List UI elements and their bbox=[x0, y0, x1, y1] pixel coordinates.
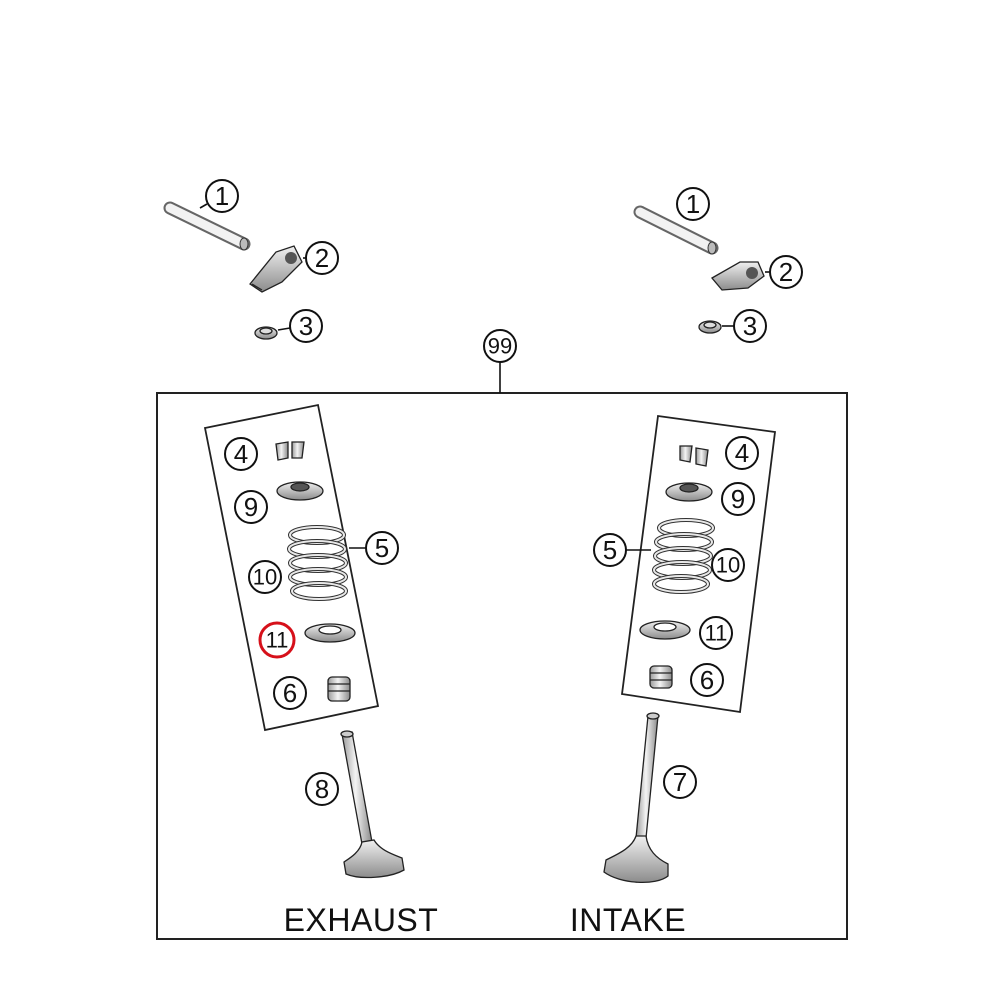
callout-2-right: 2 bbox=[765, 255, 803, 289]
callout-label: 5 bbox=[603, 535, 617, 565]
callout-5-intake: 5 bbox=[593, 533, 651, 567]
callout-label: 5 bbox=[375, 533, 389, 563]
callout-label: 10 bbox=[716, 553, 740, 578]
callout-label: 6 bbox=[283, 678, 297, 708]
callout-9-exhaust: 9 bbox=[234, 490, 268, 524]
callout-label: 99 bbox=[488, 334, 512, 359]
callout-2-left: 2 bbox=[303, 241, 339, 275]
rocker-shaft-left bbox=[163, 201, 251, 251]
callout-4-exhaust: 4 bbox=[224, 437, 258, 471]
callout-99: 99 bbox=[483, 329, 517, 363]
rocker-shaft-right bbox=[633, 205, 719, 255]
callout-label: 2 bbox=[779, 257, 793, 287]
exhaust-valve-spring bbox=[287, 525, 348, 601]
intake-valve-keepers bbox=[679, 445, 709, 467]
intake-valve-stem-seal bbox=[649, 665, 673, 689]
exhaust-valve bbox=[340, 730, 405, 879]
callout-5-exhaust: 5 bbox=[349, 531, 399, 565]
callout-7-intake: 7 bbox=[663, 765, 697, 799]
callout-4-intake: 4 bbox=[725, 436, 759, 470]
callout-label: 10 bbox=[253, 565, 277, 590]
callout-10-intake: 10 bbox=[711, 548, 745, 582]
callout-11-exhaust: 11 bbox=[258, 621, 296, 659]
callout-label: 2 bbox=[315, 243, 329, 273]
callout-1-right: 1 bbox=[676, 187, 710, 221]
callout-label: 1 bbox=[686, 189, 700, 219]
callout-8-exhaust: 8 bbox=[305, 772, 339, 806]
callout-label: 7 bbox=[673, 767, 687, 797]
callout-label: 3 bbox=[299, 311, 313, 341]
intake-valve-spring bbox=[652, 518, 715, 594]
callout-label: 11 bbox=[266, 628, 289, 653]
callout-3-right: 3 bbox=[722, 309, 767, 343]
exhaust-valve-keepers bbox=[275, 441, 305, 461]
valve-shim-right bbox=[698, 320, 722, 334]
callout-6-exhaust: 6 bbox=[273, 676, 307, 710]
callout-label: 1 bbox=[215, 181, 229, 211]
callout-11-intake: 11 bbox=[699, 616, 733, 650]
exhaust-label: EXHAUST bbox=[284, 902, 439, 938]
callout-label: 3 bbox=[743, 311, 757, 341]
intake-spring-seat bbox=[639, 620, 691, 640]
callout-label: 6 bbox=[700, 665, 714, 695]
callout-label: 4 bbox=[234, 439, 248, 469]
callout-label: 11 bbox=[705, 621, 728, 646]
valve-shim-left bbox=[254, 326, 278, 340]
callout-6-intake: 6 bbox=[690, 663, 724, 697]
rocker-arm-left bbox=[249, 245, 303, 293]
callout-label: 9 bbox=[244, 492, 258, 522]
callout-9-intake: 9 bbox=[721, 482, 755, 516]
exhaust-valve-stem-seal bbox=[327, 676, 351, 702]
intake-valve bbox=[603, 712, 669, 884]
intake-label: INTAKE bbox=[570, 902, 686, 938]
callout-label: 4 bbox=[735, 438, 749, 468]
callout-label: 9 bbox=[731, 484, 745, 514]
intake-spring-retainer bbox=[665, 482, 713, 502]
callout-10-exhaust: 10 bbox=[248, 560, 282, 594]
callout-label: 8 bbox=[315, 774, 329, 804]
exhaust-spring-seat bbox=[304, 623, 356, 643]
callout-3-left: 3 bbox=[277, 309, 323, 343]
rocker-arm-right bbox=[711, 261, 765, 291]
exhaust-spring-retainer bbox=[276, 481, 324, 501]
kit-frame bbox=[156, 362, 848, 940]
callout-1-left: 1 bbox=[199, 179, 239, 213]
